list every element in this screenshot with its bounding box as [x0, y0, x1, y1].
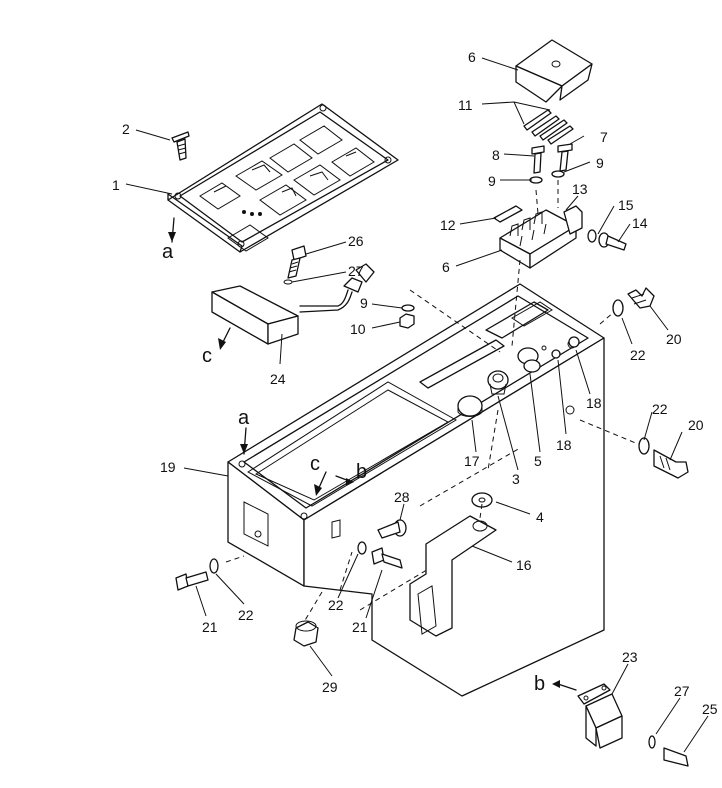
- main-box: [227, 283, 605, 697]
- label-22-right: 22: [652, 401, 668, 417]
- label-22-upper: 22: [630, 347, 646, 363]
- part-labels: 1 2 6 11 7 8 9 9 13 15 14 12 6 26 27 9 1…: [112, 49, 718, 717]
- bolt-28: [377, 519, 407, 539]
- view-marker-a-panel: a: [162, 241, 174, 263]
- label-28: 28: [394, 489, 410, 505]
- label-16: 16: [516, 557, 532, 573]
- label-23: 23: [622, 649, 638, 665]
- label-24: 24: [270, 371, 286, 387]
- label-27-lower: 27: [674, 683, 690, 699]
- bolt-2: [171, 131, 190, 161]
- cap-29: [293, 620, 319, 647]
- label-11: 11: [458, 97, 473, 113]
- label-20-upper: 20: [666, 331, 682, 347]
- knob-5: [517, 347, 541, 373]
- label-19: 19: [160, 459, 176, 475]
- label-14: 14: [632, 215, 648, 231]
- label-9-left: 9: [488, 173, 496, 189]
- label-4: 4: [536, 509, 544, 525]
- switch-box: [211, 263, 375, 345]
- label-25: 25: [702, 701, 718, 717]
- label-29: 29: [322, 679, 338, 695]
- leader-lines: [125, 57, 709, 753]
- view-marker-b-relay: b: [534, 673, 545, 695]
- screws-7-8: [529, 143, 573, 184]
- label-13: 13: [572, 181, 588, 197]
- plate-12: [493, 205, 523, 223]
- label-1: 1: [112, 177, 120, 193]
- cover-6: [515, 39, 593, 103]
- label-8: 8: [492, 147, 500, 163]
- label-22-left: 22: [238, 607, 254, 623]
- label-2: 2: [122, 121, 130, 137]
- view-marker-c-switch: c: [202, 345, 212, 367]
- label-18-upper: 18: [586, 395, 602, 411]
- view-markers: a a c c b b: [162, 241, 545, 695]
- label-7: 7: [600, 129, 608, 145]
- label-6-lower: 6: [442, 259, 450, 275]
- label-18-lower: 18: [556, 437, 572, 453]
- label-5: 5: [534, 453, 542, 469]
- label-26: 26: [348, 233, 364, 249]
- terminal-block: [499, 205, 583, 269]
- washer-4: [471, 492, 493, 508]
- bolt-14: [587, 229, 627, 251]
- label-21-center: 21: [352, 619, 368, 635]
- label-9-right: 9: [596, 155, 604, 171]
- bolts-21: [175, 541, 403, 591]
- bracket-16: [409, 515, 497, 637]
- monitor-panel: [167, 103, 399, 253]
- label-17: 17: [464, 453, 480, 469]
- bolt-26: [283, 245, 307, 285]
- label-20-lower: 20: [688, 417, 704, 433]
- lamps-18: [541, 336, 580, 359]
- nut-10: [399, 304, 415, 329]
- label-12: 12: [440, 217, 456, 233]
- label-3: 3: [512, 471, 520, 487]
- label-21-left: 21: [202, 619, 218, 635]
- relay-23: [577, 683, 689, 767]
- label-27-top: 27: [348, 263, 364, 279]
- view-marker-c-box: c: [310, 453, 320, 475]
- label-22-center: 22: [328, 597, 344, 613]
- pins-11: [523, 109, 574, 145]
- label-6-top: 6: [468, 49, 476, 65]
- label-9-mid: 9: [360, 295, 368, 311]
- view-marker-b-box: b: [356, 461, 367, 483]
- plug-17: [457, 395, 483, 417]
- assembly-lines: [225, 180, 639, 623]
- label-10: 10: [350, 321, 366, 337]
- key-switch-3: [487, 370, 509, 395]
- view-arrows: [168, 217, 577, 691]
- label-15: 15: [618, 197, 634, 213]
- view-marker-a-box: a: [238, 407, 250, 429]
- bolts-20: [612, 287, 689, 479]
